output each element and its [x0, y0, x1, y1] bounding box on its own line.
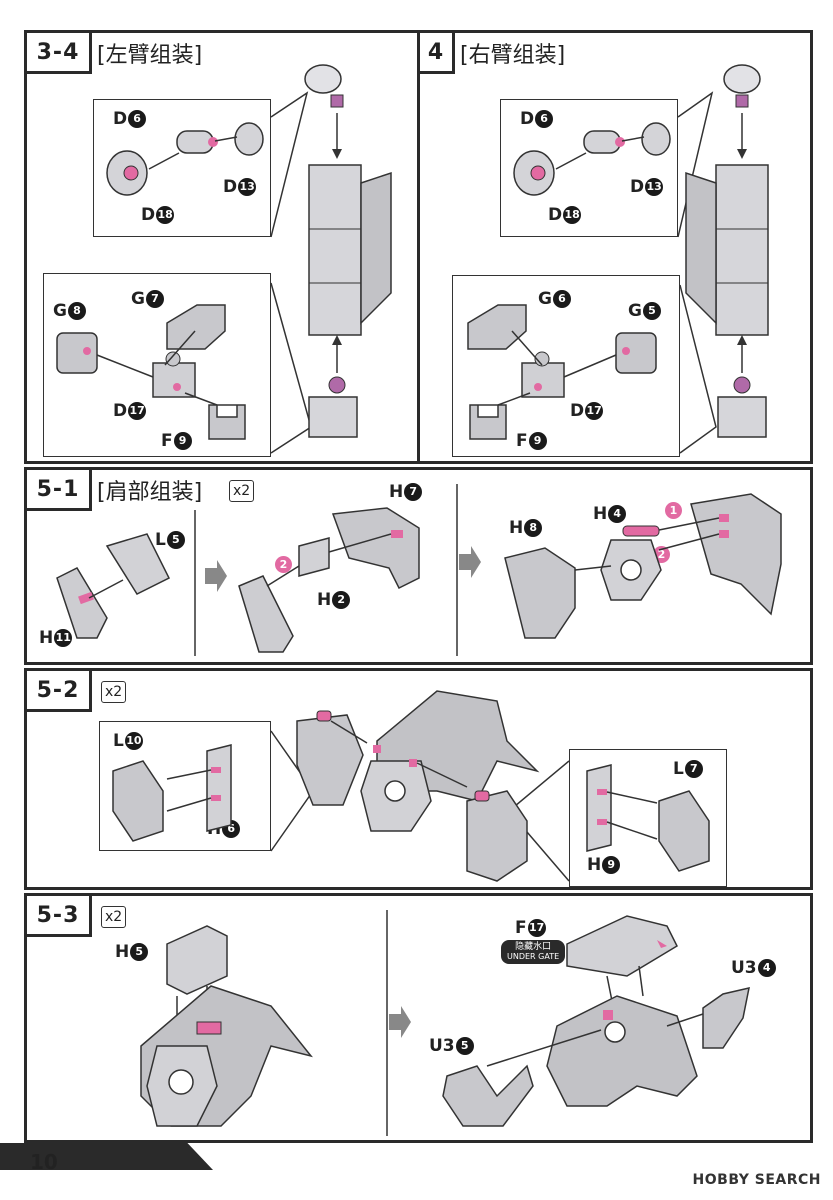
brand-watermark: HOBBY SEARCH	[692, 1172, 821, 1188]
shoulder-assembly-illustration	[56, 484, 782, 656]
under-gate-cn: 隐藏水口	[515, 942, 552, 952]
step-number: 5-2	[27, 671, 92, 712]
under-gate-en: UNDER GATE	[507, 952, 560, 961]
panel-step-5-2: 5-2 x2 L10 H6 L7 H9	[24, 668, 813, 890]
arm-assembly-illustration	[467, 64, 769, 454]
step-title: [左臂组装]	[97, 43, 203, 68]
next-step-arrow	[389, 1006, 411, 1038]
multiplier-badge: x2	[101, 906, 127, 928]
step-title: [右臂组装]	[460, 43, 566, 68]
panel-step-5-1: 5-1 [肩部组装] x2 L5 H11 H7 H2 H8 H4 1 2 1 2	[24, 467, 813, 665]
step-number: 3-4	[27, 33, 92, 74]
next-step-arrow	[459, 546, 481, 578]
step-number: 4	[420, 33, 455, 74]
page-number: 10	[30, 1150, 58, 1174]
shoulder-armor-illustration	[112, 690, 710, 882]
under-gate-badge: 隐藏水口 UNDER GATE	[501, 940, 566, 964]
next-step-arrow	[205, 560, 227, 592]
arm-assembly-illustration	[56, 64, 392, 454]
order-mark-1: 1	[665, 502, 682, 519]
multiplier-badge: x2	[229, 480, 255, 502]
footer-bar	[0, 1143, 213, 1170]
shoulder-final-illustration	[140, 910, 750, 1136]
step-number: 5-3	[27, 896, 92, 937]
step-number: 5-1	[27, 470, 92, 511]
step-title: [肩部组装]	[97, 480, 203, 505]
multiplier-badge: x2	[101, 681, 127, 703]
order-mark-2: 2	[275, 556, 292, 573]
